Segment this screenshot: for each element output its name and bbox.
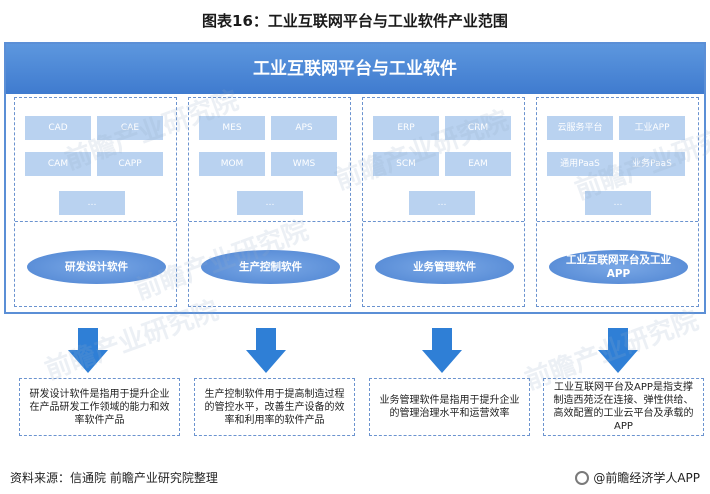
product-box: CAM xyxy=(25,152,91,176)
product-box: CRM xyxy=(445,116,511,140)
description-box: 研发设计软件是指用于提升企业在产品研发工作领域的能力和效率软件产品 xyxy=(19,378,180,436)
product-box: ERP xyxy=(373,116,439,140)
category-pill: 业务管理软件 xyxy=(375,250,514,284)
category-pill: 研发设计软件 xyxy=(27,250,166,284)
column-business-products: ERP CRM SCM EAM … xyxy=(363,98,524,222)
product-box-more: … xyxy=(59,191,125,215)
column-production: MES APS MOM WMS … 生产控制软件 xyxy=(188,97,351,307)
product-box: CAE xyxy=(97,116,163,140)
description-box: 业务管理软件是指用于提升企业的管理治理水平和运营效率 xyxy=(369,378,530,436)
product-box: SCM xyxy=(373,152,439,176)
product-box: CAPP xyxy=(97,152,163,176)
column-production-products: MES APS MOM WMS … xyxy=(189,98,350,222)
down-arrow-icon xyxy=(246,328,286,373)
product-box: 业务PaaS xyxy=(619,152,685,176)
column-business: ERP CRM SCM EAM … 业务管理软件 xyxy=(362,97,525,307)
product-box: MOM xyxy=(199,152,265,176)
description-box: 生产控制软件用于提高制造过程的管控水平，改善生产设备的效率和利用率的软件产品 xyxy=(194,378,355,436)
product-box: EAM xyxy=(445,152,511,176)
column-rd: CAD CAE CAM CAPP … 研发设计软件 xyxy=(14,97,177,307)
column-rd-products: CAD CAE CAM CAPP … xyxy=(15,98,176,222)
product-box: 云服务平台 xyxy=(547,116,613,140)
product-box: 通用PaaS xyxy=(547,152,613,176)
product-box-more: … xyxy=(585,191,651,215)
product-box: CAD xyxy=(25,116,91,140)
brand-label: @前瞻经济学人APP xyxy=(593,471,700,485)
down-arrow-icon xyxy=(68,328,108,373)
description-box: 工业互联网平台及APP是指支撑制造西苑泛在连接、弹性供给、高效配置的工业云平台及… xyxy=(543,378,704,436)
brand-logo-icon xyxy=(575,470,590,485)
column-platform-products: 云服务平台 工业APP 通用PaaS 业务PaaS … xyxy=(537,98,698,222)
category-pill: 生产控制软件 xyxy=(201,250,340,284)
chart-title: 图表16：工业互联网平台与工业软件产业范围 xyxy=(202,12,508,30)
product-box: APS xyxy=(271,116,337,140)
product-box: 工业APP xyxy=(619,116,685,140)
product-box: MES xyxy=(199,116,265,140)
down-arrow-icon xyxy=(598,328,638,373)
down-arrow-icon xyxy=(422,328,462,373)
product-box: WMS xyxy=(271,152,337,176)
banner-title: 工业互联网平台与工业软件 xyxy=(6,44,704,94)
column-platform: 云服务平台 工业APP 通用PaaS 业务PaaS … 工业互联网平台及工业AP… xyxy=(536,97,699,307)
product-box-more: … xyxy=(237,191,303,215)
brand-credit: @前瞻经济学人APP xyxy=(575,469,700,486)
product-box-more: … xyxy=(409,191,475,215)
category-pill: 工业互联网平台及工业APP xyxy=(549,250,688,284)
source-note: 资料来源：信通院 前瞻产业研究院整理 xyxy=(10,471,218,485)
